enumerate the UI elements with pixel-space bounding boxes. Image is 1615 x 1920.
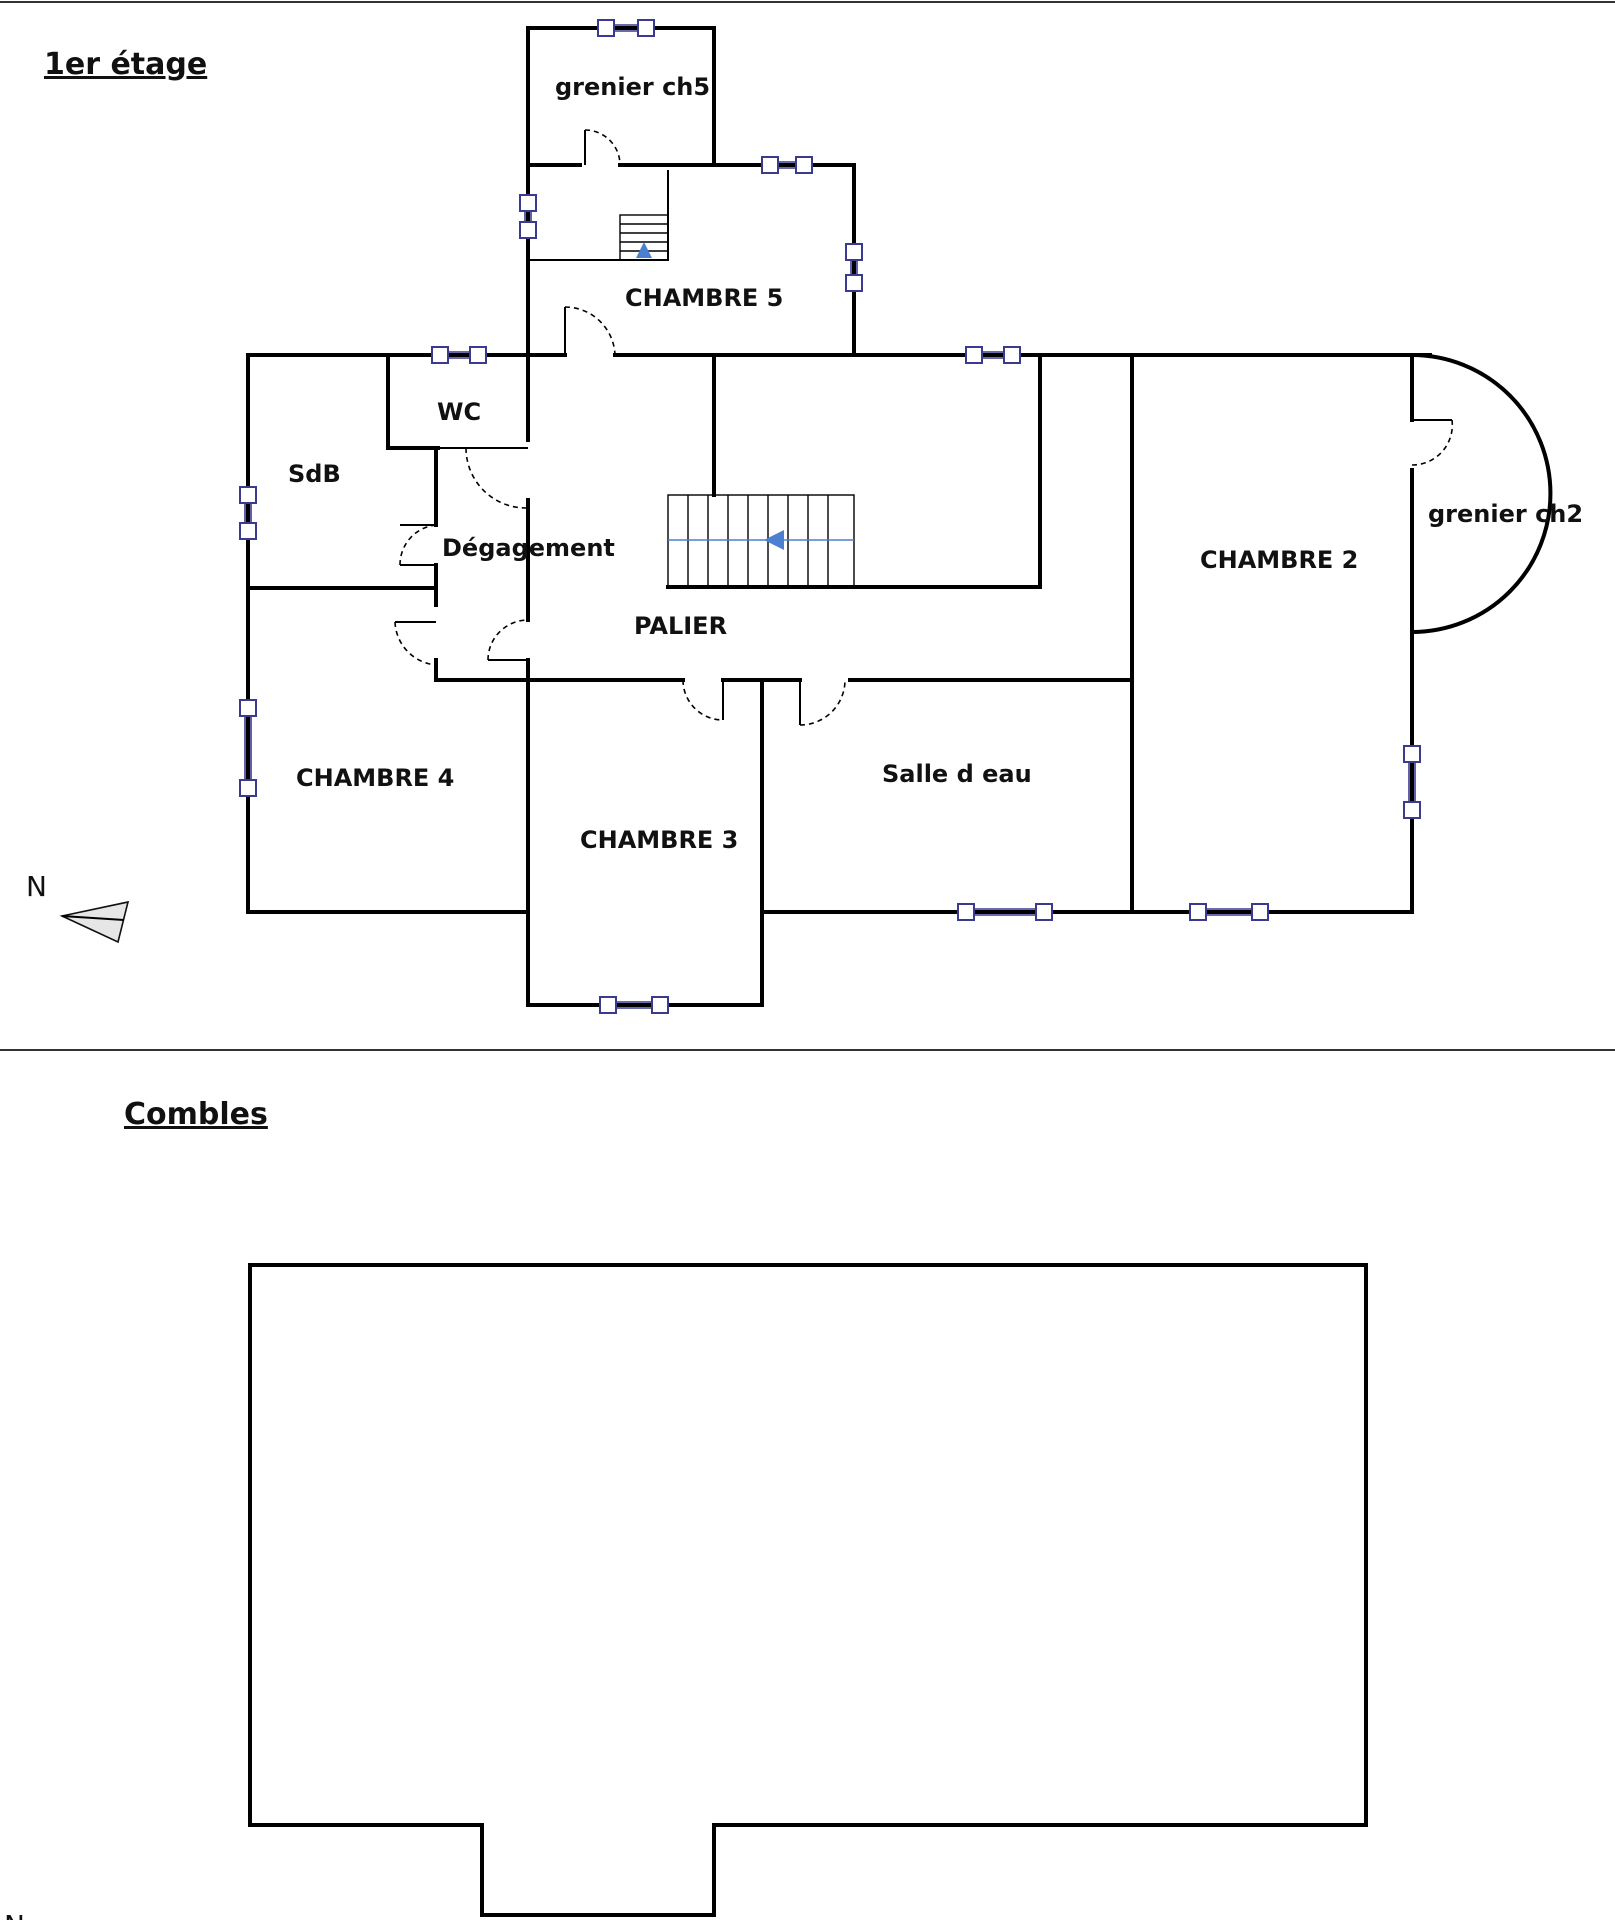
room-label-palier: PALIER [634,612,727,640]
left-arrow-icon [764,530,784,550]
first-floor-walls [246,26,1553,1007]
room-label-chambre-5: CHAMBRE 5 [625,284,783,312]
room-label-wc: WC [437,398,481,426]
room-label-grenier-ch2: grenier ch2 [1428,500,1583,528]
attic-walls [248,1263,1368,1917]
room-label-degagement: Dégagement [442,534,615,562]
room-label-chambre-2: CHAMBRE 2 [1200,546,1358,574]
main-staircase [667,494,855,588]
room-label-salle-eau: Salle d eau [882,760,1032,788]
room-labels: grenier ch5 CHAMBRE 5 WC SdB Dégagement … [288,73,1583,854]
north-arrow-icon [59,900,130,944]
windows [239,19,1421,1014]
room-label-grenier-ch5: grenier ch5 [555,73,710,101]
level-title-first-floor: 1er étage [44,47,207,82]
compass-first-floor: N [26,870,130,944]
small-staircase [619,214,669,261]
level-title-attic: Combles [124,1097,268,1132]
compass-north-label: N [26,870,47,903]
room-label-chambre-3: CHAMBRE 3 [580,826,738,854]
doors [394,129,1454,726]
room-label-chambre-4: CHAMBRE 4 [296,764,454,792]
up-arrow-icon [636,242,652,258]
compass-north-label-attic: N [4,1909,25,1920]
room-label-sdb: SdB [288,460,341,488]
